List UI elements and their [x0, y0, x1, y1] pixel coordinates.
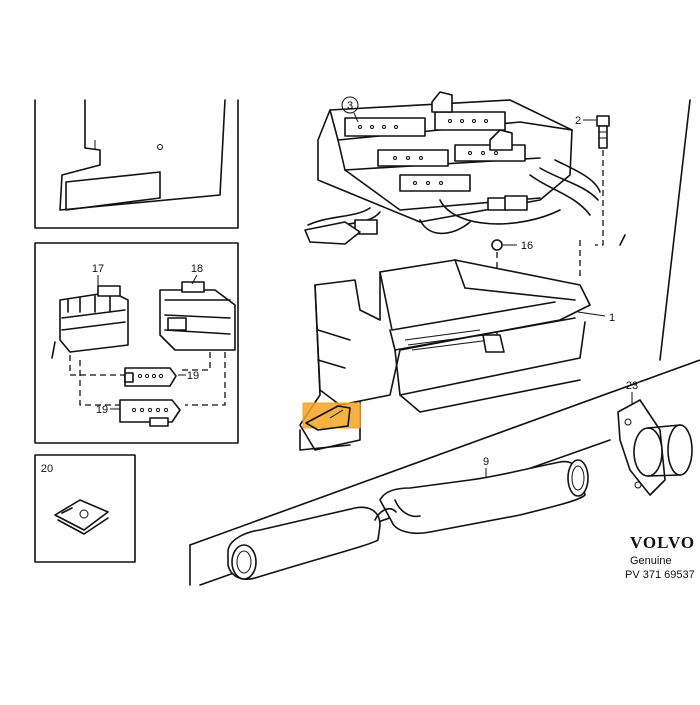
relay-18 — [159, 281, 236, 351]
callout-18: 18 — [191, 263, 203, 275]
callout-23: 23 — [626, 380, 638, 392]
bracket-base — [299, 429, 351, 451]
callout-9: 9 — [483, 456, 489, 468]
brand-line-part-number: PV 371 69537 — [625, 569, 695, 581]
inset-top-left — [34, 99, 239, 229]
nozzle-23 — [617, 392, 693, 496]
callout-20: 20 — [41, 463, 53, 475]
connector-19-upper — [124, 367, 177, 387]
duct-9 — [227, 459, 589, 580]
callout-16: 16 — [521, 240, 533, 252]
callout-17: 17 — [92, 263, 104, 275]
bolt-2 — [583, 115, 610, 246]
brand-line-genuine: Genuine — [630, 555, 672, 567]
callout-19-upper: 19 — [187, 370, 199, 382]
brand-name: VOLVO — [630, 533, 695, 552]
brand-block: VOLVO Genuine PV 371 69537 — [625, 533, 695, 581]
tray-1 — [299, 240, 606, 451]
relay-centre-3 — [304, 91, 601, 245]
highlighted-bracket[interactable] — [302, 402, 361, 431]
callout-3: 3 — [347, 100, 353, 112]
callouts: 3 2 16 1 17 18 19 19 20 9 23 — [41, 96, 638, 475]
callout-1: 1 — [609, 312, 615, 324]
connector-19-lower — [119, 399, 181, 427]
inset-clip-20 — [34, 454, 136, 563]
callout-19-lower: 19 — [96, 404, 108, 416]
relay-17 — [51, 285, 129, 359]
callout-2: 2 — [575, 115, 581, 127]
inset-relays — [34, 242, 239, 444]
